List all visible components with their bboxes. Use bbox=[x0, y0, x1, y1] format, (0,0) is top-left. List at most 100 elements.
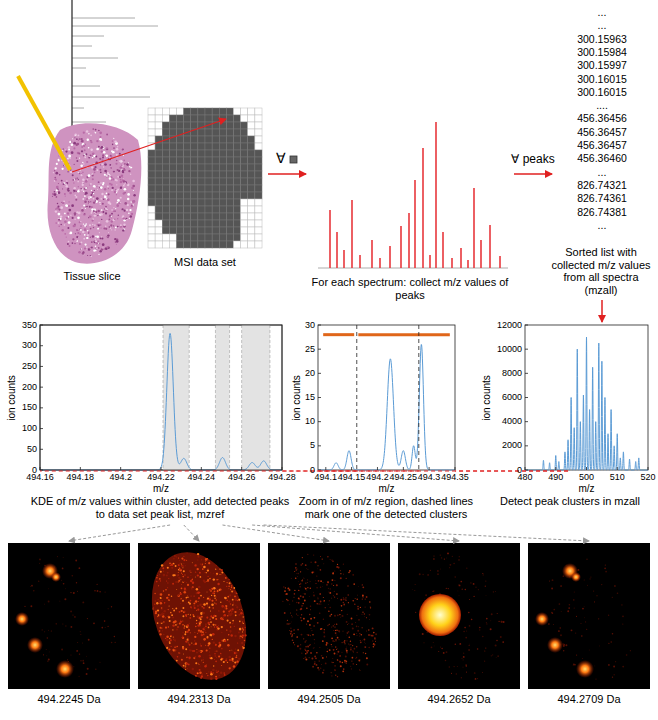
ion-pixel bbox=[194, 607, 196, 609]
peak-bar bbox=[442, 232, 444, 268]
grid-cell bbox=[184, 220, 191, 227]
tissue-dot bbox=[74, 214, 76, 216]
ion-pixel bbox=[243, 623, 244, 624]
ion-pixel bbox=[207, 636, 209, 638]
tissue-dot bbox=[85, 244, 87, 246]
grid-cell bbox=[191, 234, 198, 241]
ion-pixel bbox=[166, 647, 168, 649]
grid-cell bbox=[184, 199, 191, 206]
tissue-dot bbox=[92, 235, 94, 237]
tissue-dot bbox=[127, 204, 129, 206]
tissue-dot bbox=[105, 154, 108, 157]
tissue-dot bbox=[87, 139, 89, 141]
ion-pixel bbox=[197, 609, 199, 611]
tissue-dot bbox=[127, 183, 130, 186]
tissue-dot bbox=[107, 234, 109, 236]
tissue-dot bbox=[63, 148, 65, 150]
ion-pixel bbox=[216, 671, 217, 672]
ion-pixel bbox=[191, 607, 192, 608]
ion-pixel bbox=[227, 639, 229, 641]
ion-pixel bbox=[314, 617, 316, 619]
tissue-dot bbox=[88, 202, 89, 203]
ion-pixel bbox=[200, 666, 201, 667]
grid-cell bbox=[177, 185, 184, 192]
grid-cell bbox=[241, 115, 248, 122]
grid-cell bbox=[169, 178, 176, 185]
tissue-dot bbox=[77, 190, 79, 192]
grid-cell bbox=[255, 241, 262, 248]
ion-pixel bbox=[163, 613, 165, 615]
axis-tick bbox=[648, 467, 649, 470]
tissue-dot bbox=[80, 165, 83, 168]
tissue-dot bbox=[127, 164, 129, 166]
zoom-connector bbox=[282, 471, 419, 472]
tissue-dot bbox=[109, 215, 111, 217]
ion-pixel bbox=[199, 650, 201, 652]
ion-pixel bbox=[179, 622, 181, 624]
grid-cell bbox=[155, 241, 162, 248]
tissue-dot bbox=[116, 180, 118, 182]
ion-pixel bbox=[231, 649, 233, 651]
ion-pixel bbox=[178, 569, 180, 571]
ion-pixel bbox=[167, 587, 168, 588]
ion-pixel bbox=[157, 616, 158, 617]
axis-tick bbox=[40, 467, 41, 470]
grid-cell bbox=[169, 150, 176, 157]
ion-pixel bbox=[220, 573, 222, 575]
tissue-dot bbox=[62, 150, 63, 151]
grid-cell bbox=[191, 199, 198, 206]
ion-pixel bbox=[197, 568, 199, 570]
tissue-dot bbox=[116, 148, 119, 151]
grid-cell bbox=[191, 108, 198, 115]
ion-pixel bbox=[63, 583, 65, 585]
grid-cell bbox=[255, 115, 262, 122]
tissue-dot bbox=[99, 158, 101, 160]
tissue-dot bbox=[90, 228, 92, 230]
tissue-dot bbox=[88, 174, 91, 177]
tissue-dot bbox=[126, 183, 127, 184]
ion-pixel bbox=[71, 575, 73, 577]
ion-pixel bbox=[218, 656, 220, 658]
axis-tick bbox=[617, 467, 618, 470]
tissue-dot bbox=[95, 132, 97, 134]
ion-pixel bbox=[175, 624, 177, 626]
grid-cell bbox=[162, 150, 169, 157]
ion-pixel bbox=[183, 653, 185, 655]
ion-pixel bbox=[184, 647, 185, 648]
tissue-dot bbox=[111, 189, 113, 191]
ion-pixel bbox=[221, 632, 222, 633]
ion-pixel bbox=[160, 571, 162, 573]
ion-pixel bbox=[185, 648, 187, 650]
tissue-dot bbox=[85, 153, 87, 155]
tissue-dot bbox=[73, 191, 74, 192]
ion-pixel bbox=[172, 629, 173, 630]
tissue-dot bbox=[100, 164, 101, 165]
charts bbox=[40, 325, 648, 471]
tissue-dot bbox=[68, 155, 71, 158]
axis-tick bbox=[241, 467, 242, 470]
grid-cell bbox=[198, 185, 205, 192]
ion-pixel bbox=[79, 676, 80, 677]
ion-pixel bbox=[305, 658, 307, 660]
ion-pixel bbox=[48, 659, 50, 661]
ion-pixel bbox=[176, 589, 178, 591]
tissue-dot bbox=[54, 170, 56, 172]
ion-pixel bbox=[184, 625, 186, 627]
grid-cell bbox=[248, 234, 255, 241]
ion-pixel bbox=[240, 635, 241, 636]
tissue-dot bbox=[103, 166, 105, 168]
grid-cell bbox=[219, 178, 226, 185]
ion-pixel bbox=[212, 672, 214, 674]
tissue-dot bbox=[58, 205, 60, 207]
ion-pixel bbox=[202, 659, 204, 661]
ion-pixel bbox=[180, 619, 182, 621]
ion-pixel bbox=[227, 620, 229, 622]
ion-pixel bbox=[326, 643, 328, 645]
tissue-dot bbox=[94, 166, 96, 168]
tissue-dot bbox=[80, 229, 82, 231]
ion-pixel bbox=[42, 629, 43, 630]
peak-bar bbox=[460, 248, 462, 268]
tissue-dot bbox=[66, 182, 68, 184]
tissue-dot bbox=[80, 225, 81, 226]
laser-beam bbox=[18, 76, 70, 170]
